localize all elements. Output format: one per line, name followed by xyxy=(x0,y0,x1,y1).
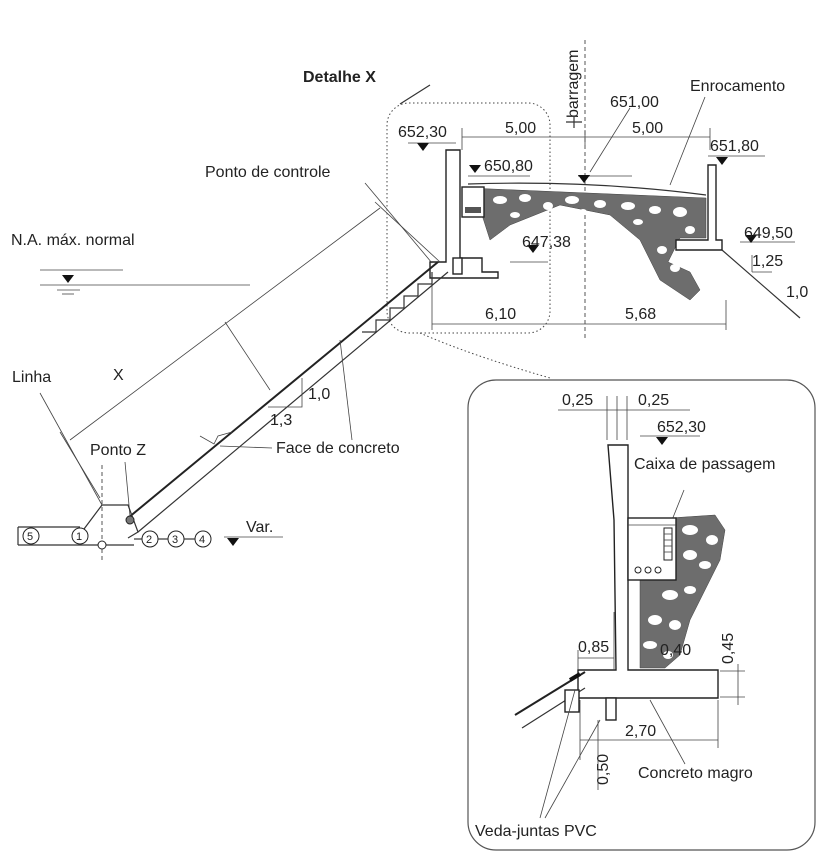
elev-651-80: 651,80 xyxy=(710,138,759,155)
face-concreto-label: Face de concreto xyxy=(276,440,400,457)
elevation-marker-icon xyxy=(745,235,757,243)
dim-5-00-left: 5,00 xyxy=(505,120,536,137)
svg-text:2: 2 xyxy=(146,534,152,546)
rockfill-area xyxy=(467,187,707,301)
elevation-marker-icon xyxy=(578,175,590,183)
enrocamento-label: Enrocamento xyxy=(690,78,785,95)
detail-x-title: Detalhe X xyxy=(303,69,376,86)
detail-x-leader xyxy=(399,84,431,105)
detail-rockfill-texture xyxy=(643,525,718,659)
elevation-marker-icon xyxy=(656,437,668,445)
elevation-marker-icon xyxy=(417,143,429,151)
detail-x-callout-frame xyxy=(386,102,551,334)
elev-647-38: 647,38 xyxy=(522,234,571,251)
dim-0-40: 0,40 xyxy=(660,642,691,659)
concreto-magro-label: Concreto magro xyxy=(638,765,753,782)
x-label: X xyxy=(113,367,124,384)
elevation-marker-icon xyxy=(716,157,728,165)
svg-text:5: 5 xyxy=(27,531,33,543)
rockfill-texture xyxy=(493,194,695,272)
dim-0-50: 0,50 xyxy=(595,754,612,785)
elevation-marker-icon xyxy=(527,245,539,253)
dim-1-0-slope: 1,0 xyxy=(308,386,330,403)
zone-5-marker xyxy=(22,527,40,545)
detail-elev-652-30: 652,30 xyxy=(657,419,706,436)
dim-1-0-right: 1,0 xyxy=(786,284,808,301)
dim-0-45: 0,45 xyxy=(720,633,737,664)
zone-1-marker xyxy=(71,527,89,545)
dim-1-25: 1,25 xyxy=(752,253,783,270)
dim-5-68: 5,68 xyxy=(625,306,656,323)
var-label: Var. xyxy=(246,519,273,536)
dim-1-3-slope: 1,3 xyxy=(270,412,292,429)
var-level-icon xyxy=(227,538,239,546)
slope-length-dimension xyxy=(69,207,381,441)
dim-2-70: 2,70 xyxy=(625,723,656,740)
centerline-symbol-icon xyxy=(566,116,582,128)
elev-651-00: 651,00 xyxy=(610,94,659,111)
linha-label: Linha xyxy=(12,369,51,386)
downstream-slope xyxy=(721,249,801,319)
elev-649-50: 649,50 xyxy=(744,225,793,242)
dim-0-85: 0,85 xyxy=(578,639,609,656)
ponto-z-marker xyxy=(125,515,135,525)
svg-text:1: 1 xyxy=(76,531,82,543)
na-max-label: N.A. máx. normal xyxy=(11,232,135,249)
elevation-marker-icon xyxy=(469,165,481,173)
upstream-parapet-wall xyxy=(429,149,499,279)
ponto-controle-label: Ponto de controle xyxy=(205,164,331,181)
water-level-icon xyxy=(62,275,74,283)
detail-x-panel xyxy=(467,379,816,851)
ponto-z-label: Ponto Z xyxy=(90,442,146,459)
elev-650-80: 650,80 xyxy=(484,158,533,175)
centerline-label: barragem xyxy=(565,50,582,118)
dim-0-25-right: 0,25 xyxy=(638,392,669,409)
svg-text:3: 3 xyxy=(172,534,178,546)
concrete-face-slope xyxy=(127,261,439,519)
veda-juntas-label: Veda-juntas PVC xyxy=(475,823,597,840)
dim-6-10: 6,10 xyxy=(485,306,516,323)
caixa-passagem-label: Caixa de passagem xyxy=(634,456,775,473)
elev-652-30: 652,30 xyxy=(398,124,447,141)
plinth xyxy=(77,504,139,539)
stepped-transition xyxy=(362,272,433,333)
svg-text:4: 4 xyxy=(199,534,205,546)
dim-5-00-right: 5,00 xyxy=(632,120,663,137)
dim-0-25-left: 0,25 xyxy=(562,392,593,409)
